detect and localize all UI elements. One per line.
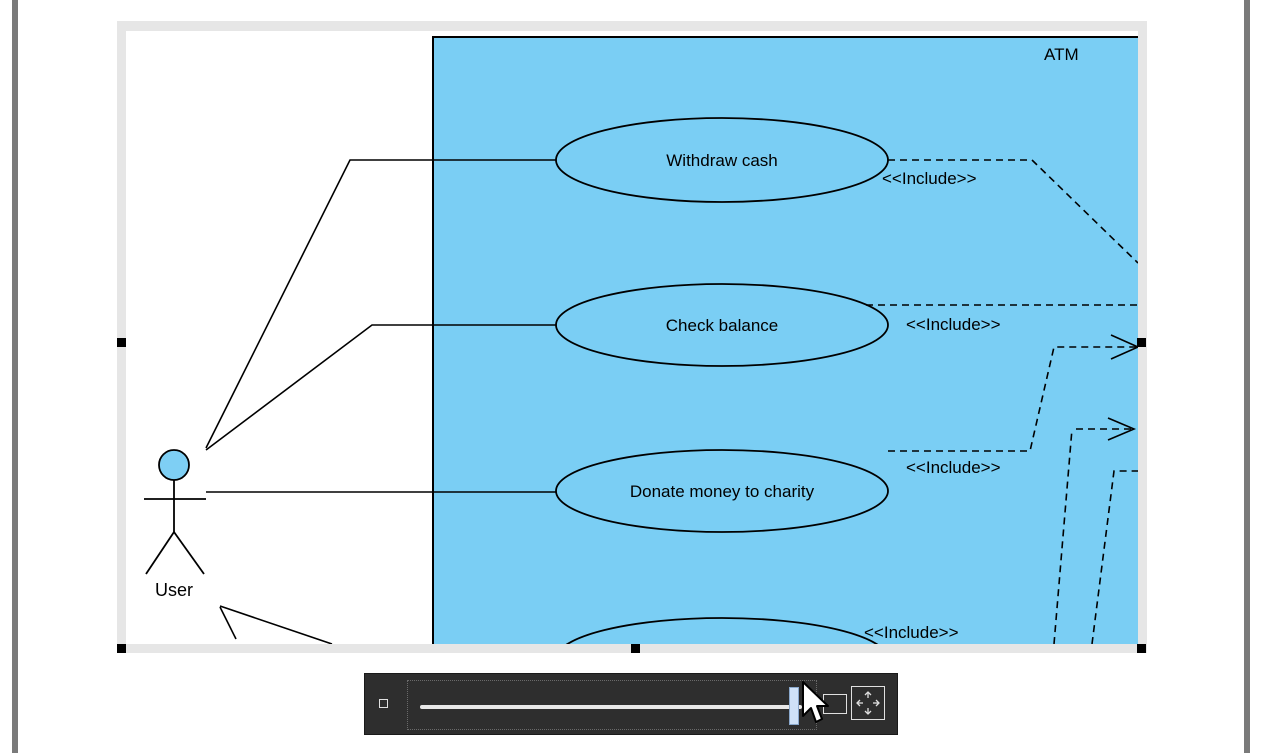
use-case-label: Check balance: [666, 316, 778, 335]
actor-user[interactable]: User: [144, 449, 206, 600]
include-line-vertical-b[interactable]: [1091, 470, 1138, 644]
use-case-label: Withdraw cash: [666, 151, 777, 170]
actor-left-leg: [145, 531, 175, 575]
associations: [205, 159, 556, 644]
include-line-donate[interactable]: [888, 346, 1138, 452]
use-case-donate-money[interactable]: Donate money to charity: [555, 449, 889, 533]
zoom-out-square-icon[interactable]: [379, 699, 388, 708]
use-case-label: Donate money to charity: [630, 482, 815, 501]
selection-handle-bottom-left[interactable]: [117, 644, 126, 653]
use-case-fourth-partial[interactable]: [556, 617, 888, 644]
arrowhead: [1107, 417, 1137, 441]
association-check-balance[interactable]: [205, 324, 556, 451]
selection-handle-left-middle[interactable]: [117, 338, 126, 347]
mouse-pointer-icon: [802, 681, 829, 723]
diagram-canvas[interactable]: ATM User Withdraw cash: [117, 21, 1147, 653]
association-withdraw[interactable]: [205, 159, 556, 449]
right-window-border: [1244, 0, 1250, 753]
selection-handle-bottom-middle[interactable]: [631, 644, 640, 653]
zoom-slider[interactable]: [407, 680, 817, 730]
association-fourth-b[interactable]: [219, 605, 333, 644]
include-label: <<Include>>: [906, 315, 1001, 334]
system-boundary-label: ATM: [1044, 45, 1079, 64]
use-case-withdraw-cash[interactable]: Withdraw cash: [555, 117, 889, 203]
include-label: <<Include>>: [882, 169, 977, 188]
left-window-border: [12, 0, 18, 753]
include-relationships: [866, 159, 1138, 644]
zoom-slider-thumb[interactable]: [789, 687, 800, 725]
actor-label: User: [155, 580, 193, 600]
actor-head: [158, 449, 190, 481]
use-case-diagram: ATM User Withdraw cash: [144, 36, 1138, 644]
association-fourth-a[interactable]: [219, 606, 237, 640]
arrowhead: [1110, 334, 1138, 360]
zoom-slider-track[interactable]: [420, 705, 802, 709]
include-line-withdraw[interactable]: [888, 159, 1138, 264]
actor-right-leg: [173, 531, 205, 575]
selection-handle-right-middle[interactable]: [1137, 338, 1146, 347]
diagram-paper: ATM User Withdraw cash: [126, 31, 1138, 644]
include-label: <<Include>>: [906, 458, 1001, 477]
expand-arrows-icon[interactable]: [851, 686, 885, 720]
use-case-check-balance[interactable]: Check balance: [555, 283, 889, 367]
selection-handle-bottom-right[interactable]: [1137, 644, 1146, 653]
include-arrowheads: [1107, 334, 1138, 441]
include-label: <<Include>>: [864, 623, 959, 642]
